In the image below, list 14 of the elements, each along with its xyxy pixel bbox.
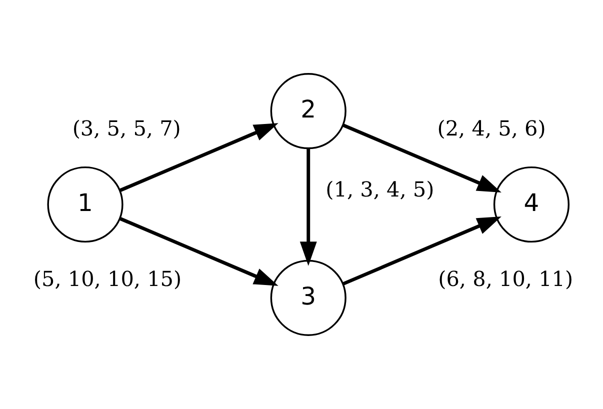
- arrow: [119, 216, 278, 286]
- node-circle: 2: [270, 73, 346, 150]
- arrow: [342, 123, 502, 192]
- node-circle: 3: [270, 260, 346, 336]
- edge-label: (3, 5, 5, 7): [72, 116, 181, 140]
- edge-label: (1, 3, 4, 5): [326, 178, 434, 202]
- edge-label: (6, 8, 10, 11): [438, 266, 574, 291]
- edge-label: (5, 10, 10, 15): [33, 266, 182, 291]
- edge-label: (2, 4, 5, 6): [437, 116, 546, 141]
- arrow: [300, 148, 317, 266]
- node-circle: 4: [493, 166, 570, 243]
- node-circle: 1: [47, 166, 124, 243]
- arrow: [342, 216, 502, 286]
- arrow: [119, 123, 278, 192]
